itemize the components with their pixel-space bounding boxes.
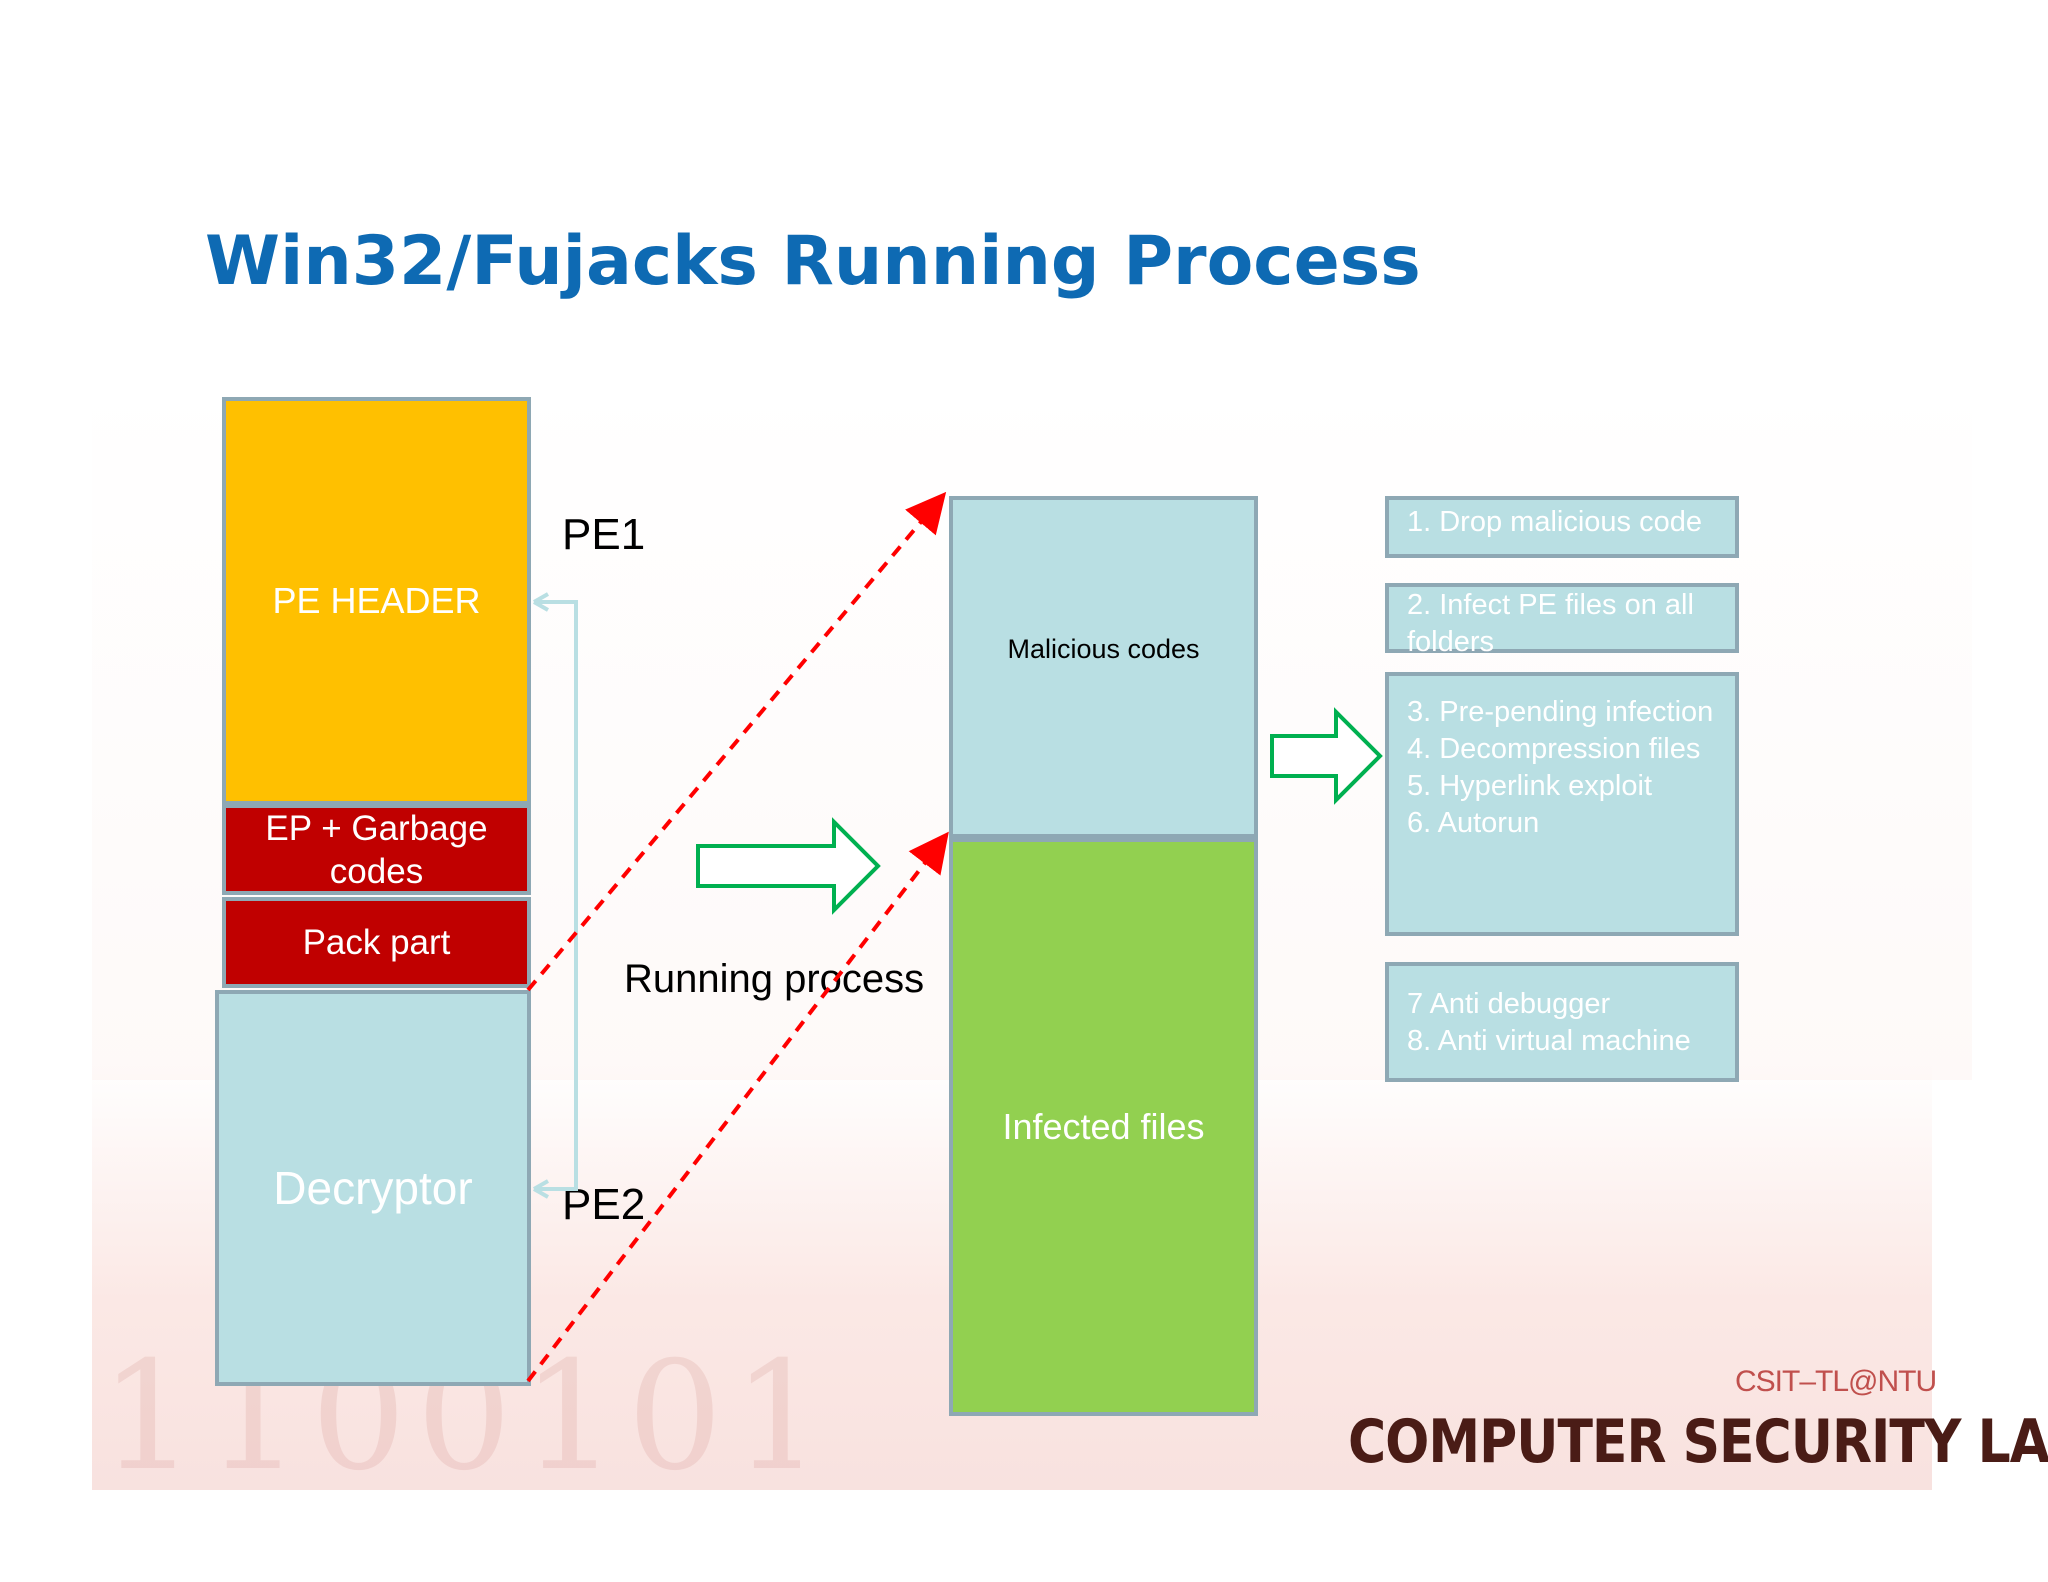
behavior-box-3: 3. Pre-pending infection 4. Decompressio… <box>1385 672 1739 936</box>
behavior-item: 1. Drop malicious code <box>1407 506 1702 538</box>
decryptor-label: Decryptor <box>273 1162 473 1214</box>
running-process-label: Running process <box>624 957 925 1001</box>
behavior-item: 3. Pre-pending infection <box>1407 696 1714 728</box>
green-arrow-behaviors <box>1270 707 1383 805</box>
malicious-codes-block: Malicious codes <box>949 496 1258 838</box>
behavior-item: 4. Decompression files <box>1407 733 1701 765</box>
behavior-item: 6. Autorun <box>1407 807 1540 839</box>
pack-part-label: Pack part <box>302 922 451 962</box>
behavior-box-4: 7 Anti debugger 8. Anti virtual machine <box>1385 962 1739 1082</box>
malicious-codes-label: Malicious codes <box>1007 634 1200 664</box>
pe1-arrowhead <box>533 592 549 612</box>
behavior-box-1: 1. Drop malicious code <box>1385 496 1739 558</box>
projection-line-top <box>526 491 947 992</box>
behavior-box-2: 2. Infect PE files on all folders <box>1385 583 1739 658</box>
infected-files-block: Infected files <box>949 838 1258 1416</box>
pack-part-block: Pack part <box>222 897 531 988</box>
behavior-item: 8. Anti virtual machine <box>1407 1025 1691 1057</box>
behavior-item: 5. Hyperlink exploit <box>1407 770 1652 802</box>
projection-line-bottom <box>526 831 949 1383</box>
infected-files-label: Infected files <box>1002 1106 1205 1147</box>
behavior-item: 2. Infect PE files on all folders <box>1407 589 1694 658</box>
slide-title: Win32/Fujacks Running Process <box>205 222 1421 301</box>
ep-garbage-block: EP + Garbage codes <box>222 804 531 895</box>
ep-garbage-label: EP + Garbage codes <box>265 808 488 891</box>
pe-bracket-line <box>538 600 578 1191</box>
lab-tag: CSIT–TL@NTU <box>1735 1365 1937 1398</box>
behavior-item: 7 Anti debugger <box>1407 988 1611 1020</box>
pe-header-label: PE HEADER <box>272 580 481 621</box>
pe-header-block: PE HEADER <box>222 397 531 805</box>
decryptor-block: Decryptor <box>215 990 531 1386</box>
pe1-label: PE1 <box>562 510 646 559</box>
green-arrow-running <box>696 817 881 915</box>
lab-logo-text: COMPUTER SECURITY LAB <box>1348 1408 2048 1477</box>
pe2-arrowhead <box>533 1179 549 1199</box>
